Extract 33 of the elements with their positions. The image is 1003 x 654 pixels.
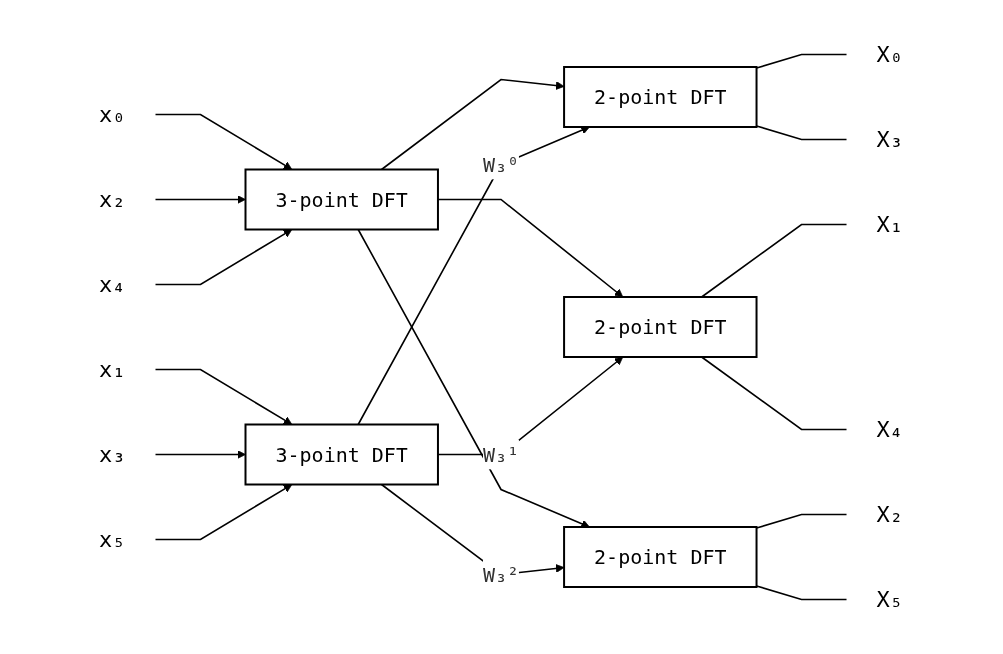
node-text: X₃ (877, 127, 904, 152)
edge-label: W₃¹ (483, 442, 520, 467)
arrow (155, 229, 293, 286)
node-text: X₀ (877, 42, 904, 67)
arrow (357, 126, 591, 426)
node-text: x₅ (99, 527, 126, 552)
node-text: x₂ (99, 187, 126, 212)
edge-label: W₃² (483, 562, 520, 587)
connector (701, 223, 848, 298)
node-text: X₄ (877, 417, 904, 442)
arrow (155, 113, 293, 170)
node-box: 2-point DFT (563, 526, 758, 588)
connector (701, 356, 848, 431)
arrow (381, 78, 565, 171)
node-text: X₅ (877, 587, 904, 612)
node-text: X₁ (877, 212, 904, 237)
node-box: 3-point DFT (245, 423, 440, 486)
connector (756, 125, 848, 141)
connector (756, 513, 848, 529)
arrow (357, 228, 591, 528)
node-text: x₄ (99, 272, 126, 297)
node-text: x₁ (99, 357, 126, 382)
node-box: 3-point DFT (245, 168, 440, 231)
node-text: X₂ (877, 502, 904, 527)
arrow (155, 484, 293, 541)
node-text: x₀ (99, 102, 126, 127)
arrow (155, 368, 293, 425)
node-box: 2-point DFT (563, 296, 758, 358)
connector (756, 53, 848, 69)
connector (756, 585, 848, 601)
node-box: 2-point DFT (563, 66, 758, 128)
node-text: x₃ (99, 442, 126, 467)
edge-label: W₃⁰ (483, 152, 520, 177)
